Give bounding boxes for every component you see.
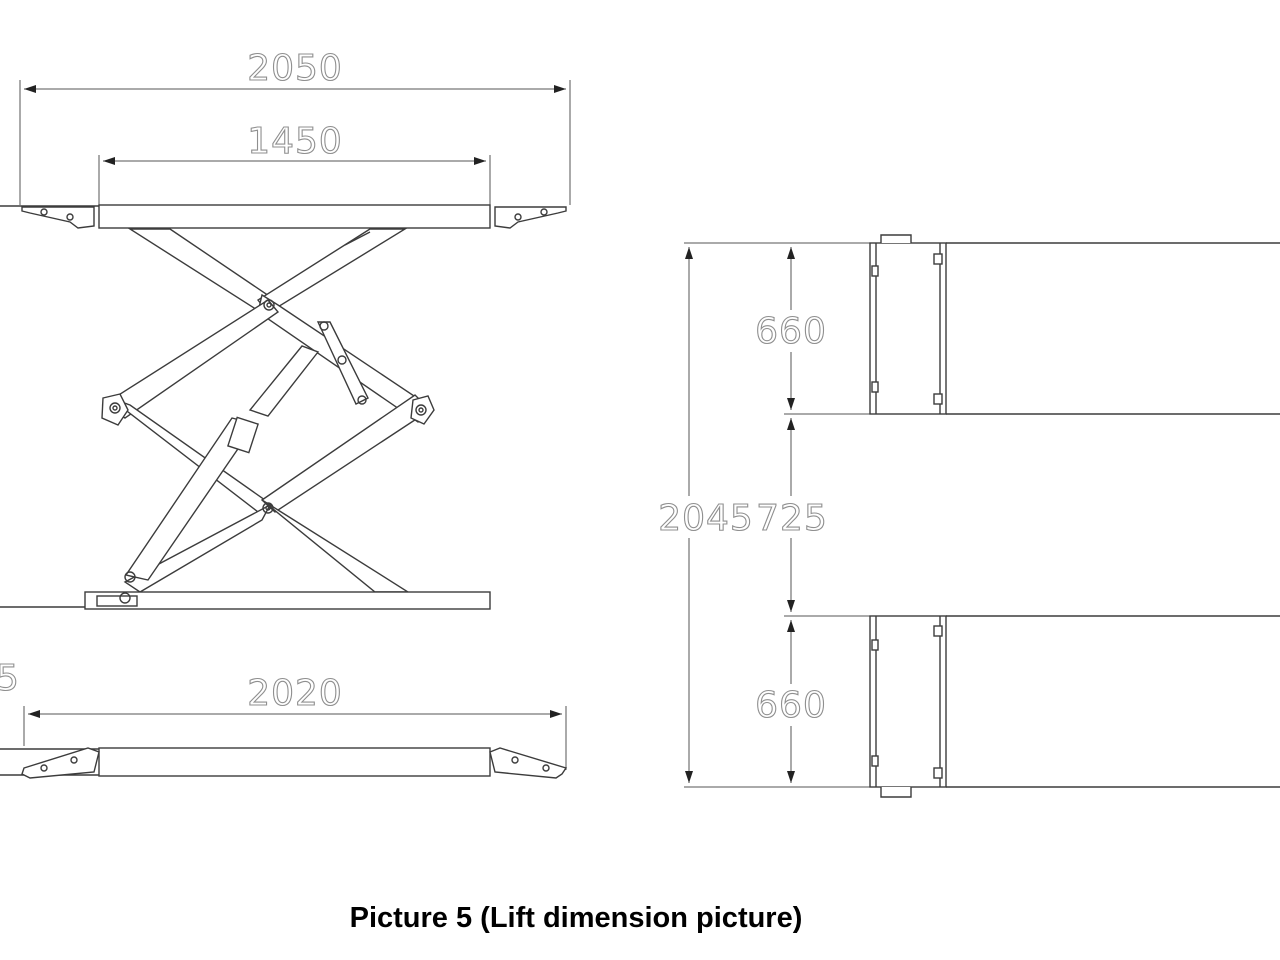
- lower-platform-plan: [869, 615, 1280, 798]
- raised-platform: [0, 204, 567, 229]
- dimension-label-2045: 2045: [658, 498, 754, 539]
- dimension-label-2050: 2050: [247, 48, 343, 89]
- dimension-1450: 1450: [98, 120, 491, 205]
- side-view: 2050 1450: [0, 47, 571, 779]
- dimension-label-1450: 1450: [247, 121, 343, 162]
- dimension-label-2020: 2020: [247, 673, 343, 714]
- base-frame: [0, 591, 491, 610]
- upper-platform-plan: [869, 234, 1280, 415]
- dimension-label-725: 725: [756, 498, 828, 539]
- dimension-2020: 2020: [23, 672, 567, 770]
- dimension-label-660-upper: 660: [755, 311, 827, 352]
- dimension-label-cut: 5: [0, 658, 20, 699]
- scissor-mechanism: [101, 228, 435, 593]
- dimension-label-660-lower: 660: [755, 685, 827, 726]
- dimension-2050: 2050: [19, 47, 571, 205]
- lowered-platform: [0, 747, 568, 779]
- figure-caption: Picture 5 (Lift dimension picture): [349, 902, 803, 934]
- plan-view: 660 660 2045 725: [636, 234, 1280, 798]
